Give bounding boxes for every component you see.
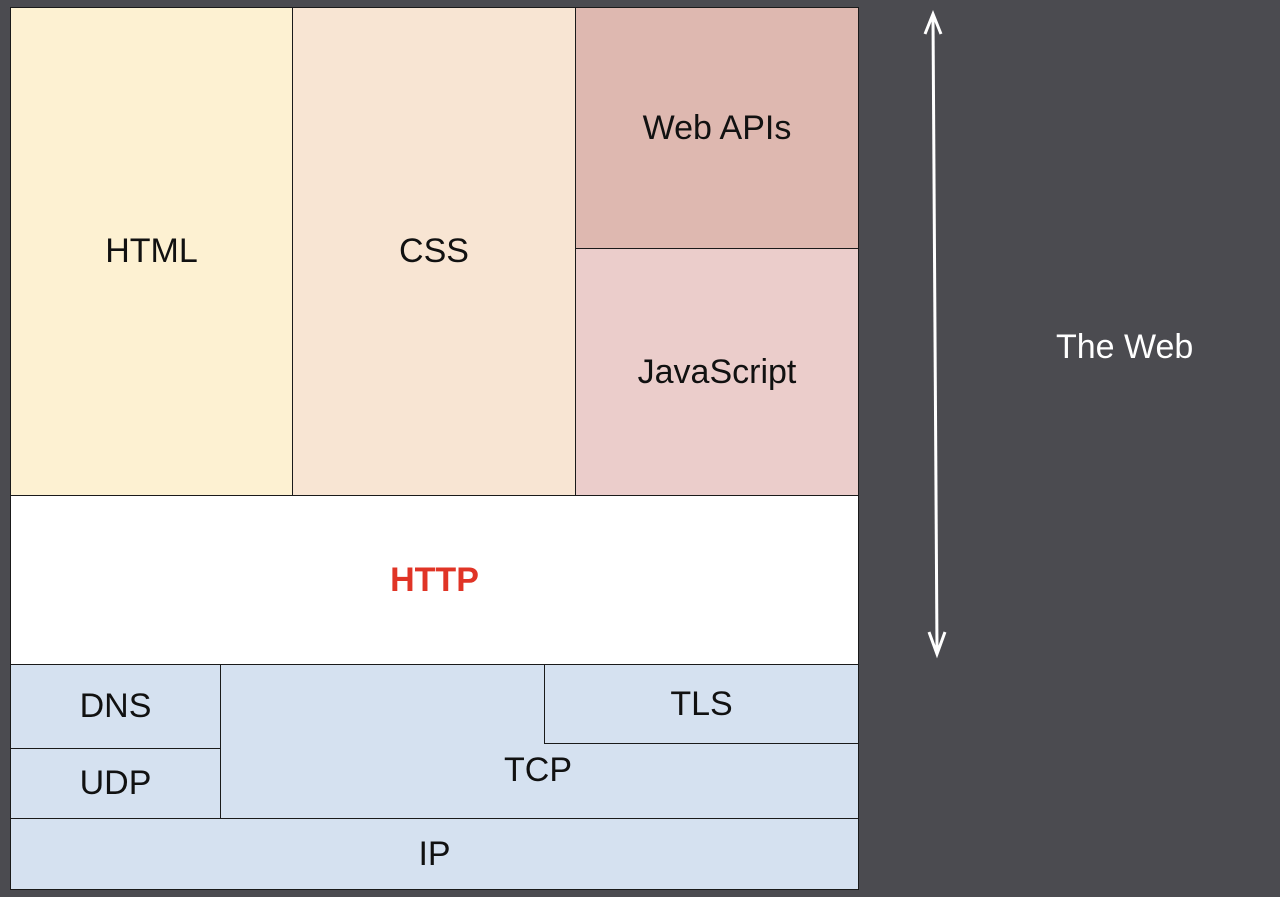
double-headed-vertical-arrow-icon <box>923 9 947 659</box>
layer-udp: UDP <box>10 748 221 819</box>
layer-javascript: JavaScript <box>575 248 859 496</box>
layer-dns: DNS <box>10 664 221 749</box>
layer-udp-label: UDP <box>79 764 152 802</box>
layer-web-apis: Web APIs <box>575 7 859 249</box>
layer-dns-label: DNS <box>79 687 152 725</box>
layer-http-label: HTTP <box>390 560 479 599</box>
layer-tls-label: TLS <box>670 684 733 723</box>
layer-ip: IP <box>10 818 859 890</box>
layer-tls: TLS <box>544 664 859 744</box>
web-label: The Web <box>1056 328 1194 366</box>
layer-css-label: CSS <box>399 232 469 270</box>
layer-html-label: HTML <box>105 232 198 270</box>
layer-web-apis-label: Web APIs <box>642 108 792 147</box>
layer-http: HTTP <box>10 495 859 665</box>
layer-tcp-label: TCP <box>504 751 572 789</box>
layer-javascript-label: JavaScript <box>637 352 797 391</box>
layer-html: HTML <box>10 7 293 496</box>
layer-css: CSS <box>292 7 576 496</box>
layer-ip-label: IP <box>418 834 451 873</box>
